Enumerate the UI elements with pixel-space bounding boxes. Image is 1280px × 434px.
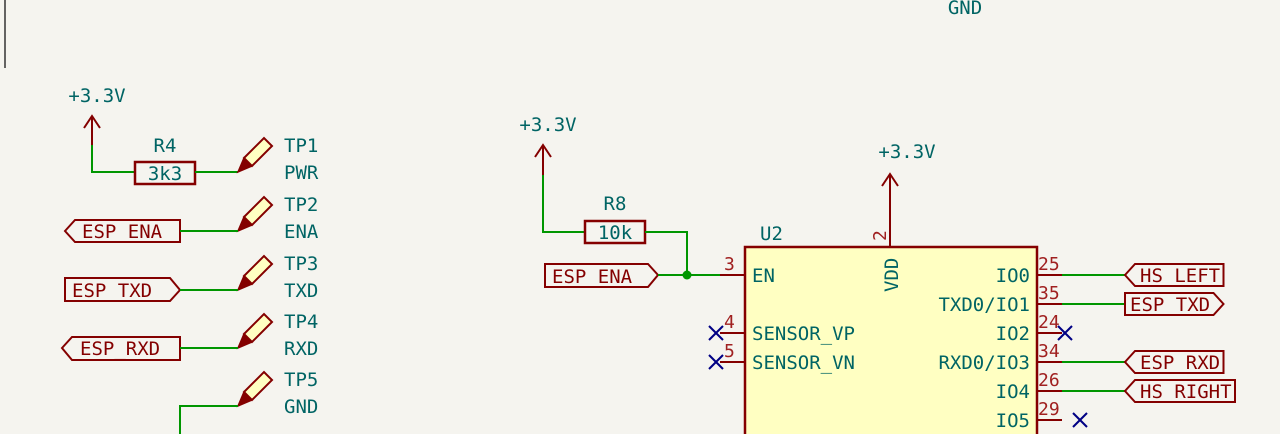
no-connect-icon — [1057, 325, 1073, 341]
pin-number: 3 — [724, 254, 735, 275]
test-point-value: PWR — [284, 162, 319, 184]
test-point-ref: TP4 — [284, 311, 318, 333]
resistor-value: 3k3 — [148, 163, 182, 185]
net-label-text: HS_LEFT — [1140, 265, 1220, 287]
pin-name: IO2 — [996, 323, 1030, 345]
pin-number: 25 — [1038, 254, 1060, 275]
test-point-probe-icon — [242, 312, 274, 344]
pin-en[interactable]: 3EN — [720, 254, 775, 287]
svg-text:VDD: VDD — [881, 258, 903, 292]
test-point-ref: TP2 — [284, 194, 318, 216]
svg-text:+3.3V: +3.3V — [878, 141, 935, 163]
svg-text:R8: R8 — [604, 193, 627, 215]
gnd-power-label: GND — [948, 0, 982, 19]
svg-text:ESP_ENA: ESP_ENA — [552, 266, 633, 288]
test-point-value: RXD — [284, 338, 318, 360]
pin-name: EN — [752, 265, 775, 287]
resistor-r8[interactable]: 10k — [583, 219, 647, 245]
net-label-text: ESP_RXD — [1140, 352, 1220, 374]
net-label-esp-ena[interactable]: ESP_ENA — [63, 219, 181, 243]
pin-number: 4 — [724, 312, 735, 333]
pin-name: SENSOR_VP — [752, 323, 855, 345]
test-point-ref: TP3 — [284, 253, 318, 275]
pin-number: 34 — [1038, 341, 1060, 362]
resistor-r4[interactable]: 3k3 — [133, 160, 197, 186]
net-label-hs-left[interactable]: HS_LEFT — [1123, 263, 1225, 287]
net-label-esp-rxd[interactable]: ESP_RXD — [60, 336, 181, 361]
net-label-text: ESP_TXD — [1130, 294, 1210, 316]
enable-section: +3.3V 10k R8 ESP_ENA — [519, 114, 720, 288]
pin-number: 24 — [1038, 312, 1060, 333]
pin-number: 5 — [724, 341, 735, 362]
pin-number: 26 — [1038, 370, 1060, 391]
test-point-value: GND — [284, 396, 318, 418]
pin-name: TXD0/IO1 — [938, 294, 1030, 316]
test-point-ref: TP1 — [284, 135, 318, 157]
test-point-probe-icon — [242, 254, 274, 286]
test-point-probe-icon — [242, 136, 274, 168]
wire — [91, 145, 135, 173]
svg-text:10k: 10k — [598, 222, 633, 244]
pin-name: IO4 — [996, 381, 1030, 403]
power-arrow-icon — [881, 172, 899, 247]
power-arrow-icon — [534, 143, 552, 175]
resistor-ref: R4 — [154, 135, 177, 157]
pin-number: 35 — [1038, 283, 1060, 304]
pin-number: 29 — [1038, 399, 1060, 420]
net-label-esp-txd[interactable]: ESP_TXD — [1124, 292, 1225, 316]
no-connect-icon — [1072, 412, 1088, 428]
pin-name: IO0 — [996, 265, 1030, 287]
svg-text:ESP_TXD: ESP_TXD — [72, 280, 152, 302]
svg-text:ESP_RXD: ESP_RXD — [80, 338, 160, 360]
power-arrow-icon — [83, 114, 101, 145]
test-point-value: TXD — [284, 280, 318, 302]
no-connect-icon — [708, 325, 724, 341]
svg-text:U2: U2 — [760, 223, 783, 245]
test-point-probe-icon — [242, 195, 274, 227]
test-point-probe-icon — [242, 370, 274, 402]
pin-name: SENSOR_VN — [752, 352, 855, 374]
net-label-esp-rxd[interactable]: ESP_RXD — [1123, 350, 1225, 374]
net-label-text: HS_RIGHT — [1140, 381, 1232, 403]
test-point-ref: TP5 — [284, 369, 318, 391]
svg-text:2: 2 — [870, 230, 891, 241]
power-label-3v3: +3.3V — [519, 114, 576, 136]
net-label-esp-ena[interactable]: ESP_ENA — [544, 263, 660, 288]
power-label-3v3: +3.3V — [68, 85, 125, 107]
ic-u2[interactable]: U2 +3.3V 2 VDD 3EN4SENSOR_VP5SENSOR_VN25… — [708, 141, 1236, 434]
net-label-esp-txd[interactable]: ESP_TXD — [64, 277, 182, 302]
pin-name: IO5 — [996, 410, 1030, 432]
pin-name: RXD0/IO3 — [938, 352, 1030, 374]
test-point-value: ENA — [284, 221, 319, 243]
svg-text:ESP_ENA: ESP_ENA — [82, 221, 163, 243]
no-connect-icon — [708, 354, 724, 370]
net-label-hs-right[interactable]: HS_RIGHT — [1123, 379, 1236, 403]
